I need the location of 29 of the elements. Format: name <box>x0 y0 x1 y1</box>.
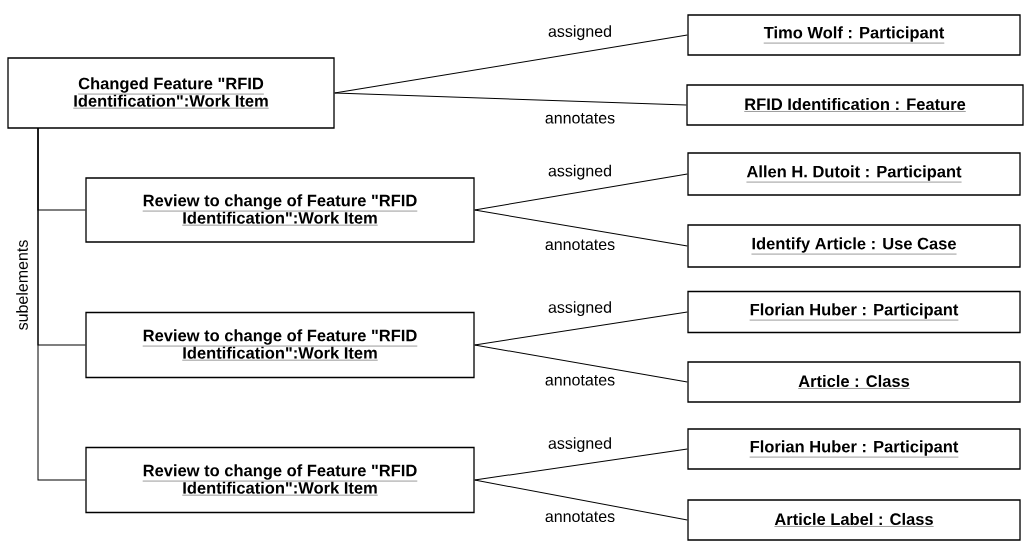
object-box: Article : Class <box>687 361 1021 403</box>
connector-line <box>474 479 688 521</box>
connector-line <box>37 127 86 481</box>
object-box: Review to change of Feature "RFID Identification":Work Item <box>85 311 475 379</box>
edge-label: assigned <box>547 24 614 42</box>
connector-line <box>474 311 688 346</box>
object-box: Allen H. Dutoit : Participant <box>687 152 1021 196</box>
object-box: RFID Identification : Feature <box>686 84 1024 126</box>
edge-label: assigned <box>547 436 614 454</box>
object-box: Florian Huber : Participant <box>687 428 1021 470</box>
connector-line <box>334 92 687 106</box>
edge-label: annotates <box>543 238 617 252</box>
object-box: Article Label : Class <box>687 499 1021 541</box>
connector-line <box>474 209 688 247</box>
object-box: Timo Wolf : Participant <box>687 14 1021 56</box>
object-box: Review to change of Feature "RFID Identification":Work Item <box>85 177 475 243</box>
edge-label: annotates <box>543 510 617 524</box>
connector-line <box>474 344 688 383</box>
edge-label: assigned <box>547 300 614 318</box>
object-box: Review to change of Feature "RFID Identification":Work Item <box>85 446 475 514</box>
edge-label: subelements <box>15 238 29 332</box>
object-box: Changed Feature "RFID Identification":Work Item <box>7 57 335 129</box>
object-box: Florian Huber : Participant <box>687 290 1021 334</box>
connector-line <box>474 448 688 481</box>
edge-label: annotates <box>543 112 617 125</box>
edge-label: assigned <box>547 163 614 181</box>
connector-line <box>474 173 688 211</box>
edge-label: annotates <box>543 374 617 387</box>
object-box: Identify Article : Use Case <box>687 224 1021 268</box>
